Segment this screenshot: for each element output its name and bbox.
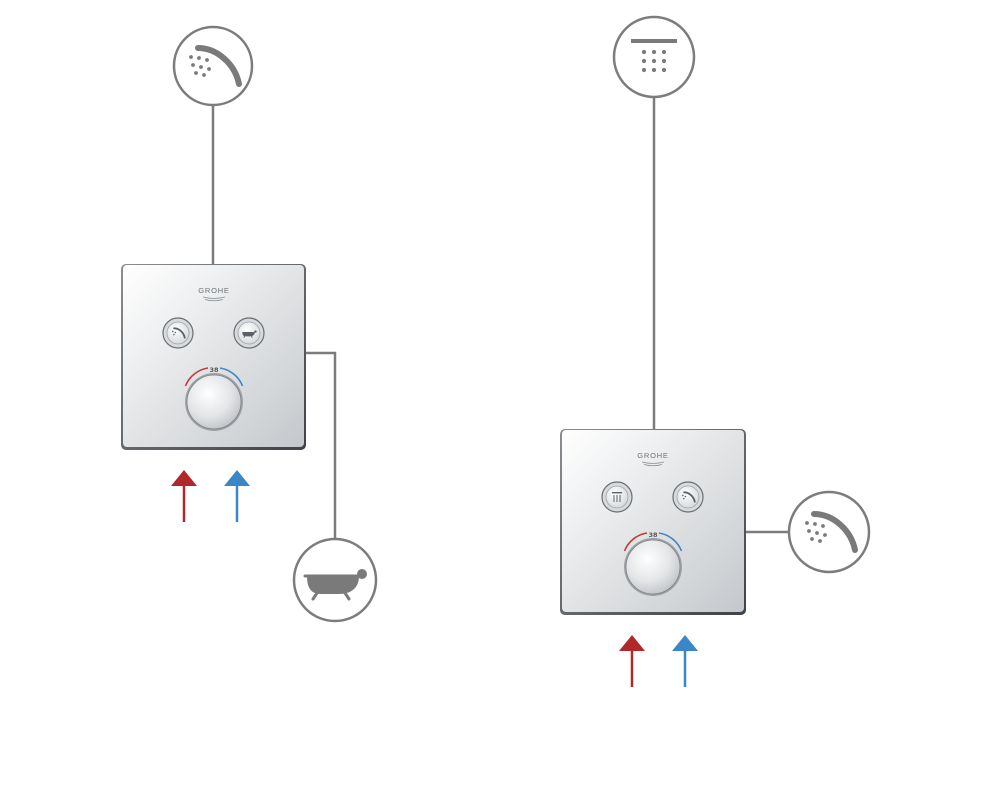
left-brand-logo: GROHE: [198, 286, 230, 295]
left-thermostat-plate: GROHE: [121, 264, 306, 450]
right-cold-scale: [658, 532, 683, 552]
left-button-hand-shower[interactable]: [162, 317, 194, 349]
bathtub-icon: [242, 330, 257, 338]
left-button-bath[interactable]: [233, 317, 265, 349]
left-side-connector: [306, 351, 337, 540]
hand-shower-icon: [172, 327, 186, 339]
hand-shower-icon: [189, 45, 242, 87]
left-cold-scale: [219, 367, 244, 387]
right-button-head-shower[interactable]: [601, 481, 633, 513]
left-temperature-mark: 38: [209, 366, 219, 374]
right-cold-inlet-arrow: [672, 635, 698, 687]
left-temperature-knob[interactable]: [185, 373, 243, 431]
left-hot-scale: [184, 367, 209, 387]
right-hot-inlet-arrow: [619, 635, 645, 687]
left-cold-inlet-arrow: [224, 470, 250, 522]
head-shower-icon: [612, 492, 622, 502]
bathtub-icon: [303, 569, 367, 601]
hand-shower-icon: [682, 491, 696, 503]
right-brand-logo: GROHE: [637, 451, 669, 460]
head-shower-icon: [631, 39, 677, 73]
left-hot-inlet-arrow: [171, 470, 197, 522]
right-temperature-mark: 38: [648, 531, 658, 539]
hand-shower-icon: [805, 511, 858, 553]
right-temperature-knob[interactable]: [624, 538, 682, 596]
right-outlet-hand-shower: [787, 490, 871, 574]
right-thermostat-plate: GROHE: [560, 429, 746, 615]
left-outlet-bathtub: [292, 537, 378, 623]
right-hot-scale: [623, 532, 648, 552]
right-button-hand-shower[interactable]: [672, 481, 704, 513]
unit-left: GROHE: [121, 25, 378, 623]
left-outlet-hand-shower: [172, 25, 254, 107]
right-outlet-head-shower: [612, 15, 696, 99]
unit-right: GROHE: [560, 15, 871, 687]
